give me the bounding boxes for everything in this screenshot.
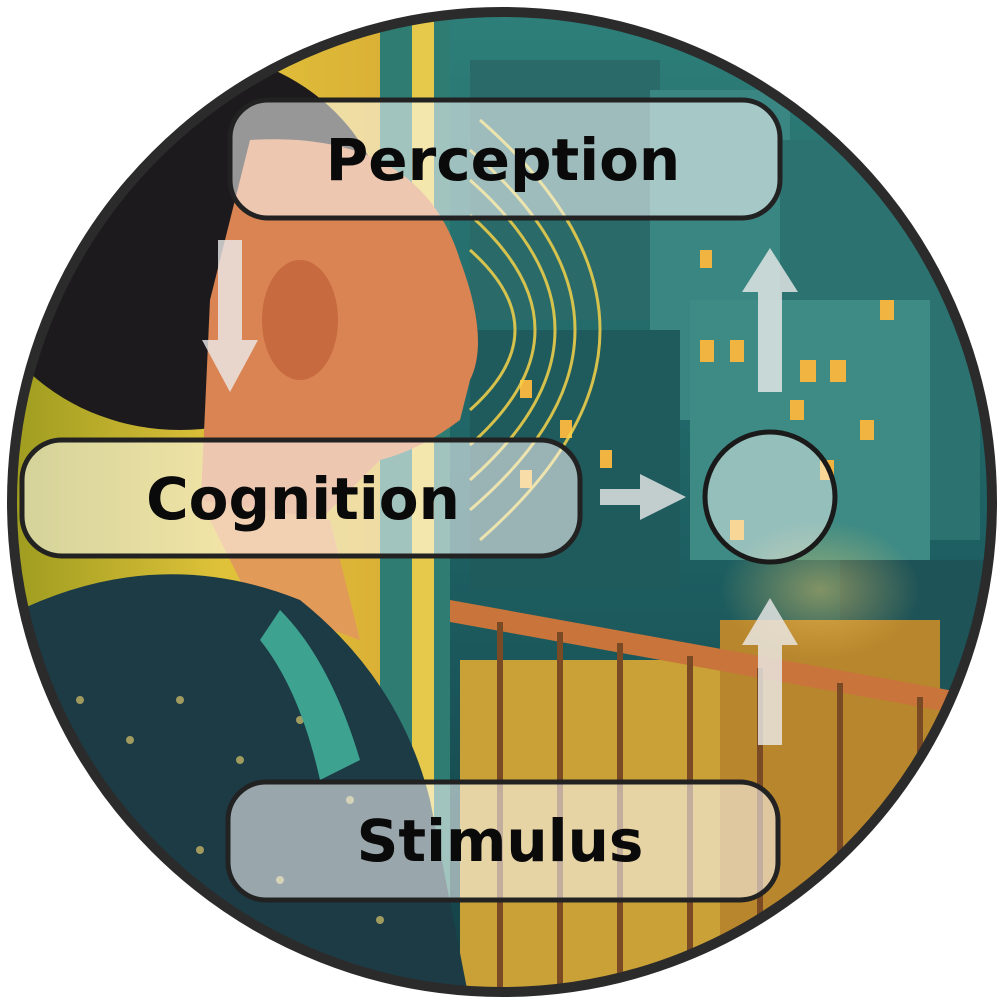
stimulus-box: Stimulus bbox=[225, 779, 781, 903]
perception-box: Perception bbox=[227, 97, 783, 221]
arrow-up-icon bbox=[742, 248, 798, 392]
stimulus-label: Stimulus bbox=[357, 807, 644, 875]
arrow-up-icon bbox=[742, 598, 798, 745]
arrow-down-icon bbox=[202, 240, 258, 392]
cognition-box: Cognition bbox=[19, 437, 583, 559]
outer-ring bbox=[7, 7, 997, 997]
arrow-right-icon bbox=[600, 474, 686, 520]
cognition-label: Cognition bbox=[146, 465, 460, 533]
perception-label: Perception bbox=[326, 126, 680, 194]
integration-node bbox=[702, 429, 838, 565]
